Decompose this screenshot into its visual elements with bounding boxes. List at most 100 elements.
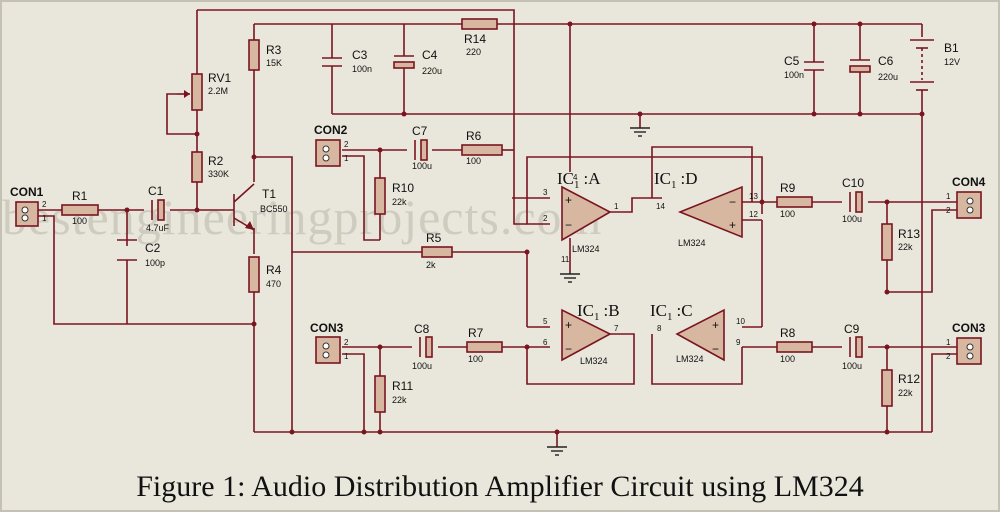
svg-text:13: 13 [749,192,758,201]
svg-text:100: 100 [72,216,87,226]
svg-text:R10: R10 [392,181,414,195]
resistor-r1: R1 100 [61,189,99,226]
connector-con2: CON2 2 1 [314,123,349,167]
connector-con4: CON4 1 2 [946,175,986,219]
svg-text:C1: C1 [148,184,164,198]
svg-text:R8: R8 [780,326,796,340]
connector-con1: CON1 2 1 [10,185,47,227]
opamp-a: IC1:A + − LM324 3 2 1 4 11 [543,169,619,264]
svg-text:2k: 2k [426,260,436,270]
capacitor-c2: C2 100p [117,239,165,268]
svg-text:1: 1 [344,154,349,163]
svg-text:LM324: LM324 [676,354,704,364]
svg-text:10: 10 [736,317,745,326]
svg-text:C3: C3 [352,48,368,62]
figure-caption: Figure 1: Audio Distribution Amplifier C… [136,470,864,503]
svg-text:LM324: LM324 [678,238,706,248]
svg-text:R1: R1 [72,189,88,203]
resistor-r5: R5 2k [421,231,453,270]
svg-text:8: 8 [657,324,662,333]
con1-label: CON1 [10,185,44,199]
svg-text:R12: R12 [898,372,920,386]
svg-text:2: 2 [344,140,349,149]
svg-text:IC1:C: IC1:C [650,301,693,323]
svg-text:+: + [565,318,572,332]
svg-text:R6: R6 [466,129,482,143]
svg-text:220: 220 [466,47,481,57]
svg-text:1: 1 [946,192,951,201]
svg-text:−: − [565,342,572,356]
svg-text:1: 1 [344,352,349,361]
svg-text:12: 12 [749,210,758,219]
wires [37,9,957,447]
resistor-r7: R7 100 [466,326,503,364]
svg-text:C2: C2 [145,241,161,255]
opamp-d: IC1:D − + LM324 13 12 14 [654,169,758,248]
svg-text:100: 100 [466,156,481,166]
resistor-r13: R13 22k [881,223,920,261]
resistor-r3: R3 15K [248,39,282,71]
connector-con3-left: CON3 2 1 [310,321,349,364]
resistor-r2: R2 330K [191,151,229,183]
svg-text:12V: 12V [944,57,960,67]
svg-text:100: 100 [780,354,795,364]
resistor-r11: R11 22k [374,375,413,413]
svg-text:IC1:A: IC1:A [557,169,601,191]
capacitor-c3: C3 100n [322,48,372,74]
opamp-c: IC1:C + − LM324 10 9 8 [650,301,745,364]
svg-text:22k: 22k [898,242,913,252]
svg-text:22k: 22k [392,395,407,405]
capacitor-c9: C9 100u [842,322,863,371]
resistor-r14: R14 220 [461,18,498,57]
resistor-r4: R4 470 [248,256,282,293]
svg-text:100u: 100u [412,161,432,171]
svg-text:1: 1 [42,214,47,223]
con4-label: CON4 [952,175,986,189]
svg-text:+: + [712,318,719,332]
svg-text:100u: 100u [842,361,862,371]
svg-text:IC1:B: IC1:B [577,301,620,323]
svg-text:2: 2 [946,206,951,215]
svg-text:R11: R11 [392,379,413,393]
svg-text:100u: 100u [842,214,862,224]
svg-text:+: + [565,193,572,207]
svg-text:R7: R7 [468,326,484,340]
resistor-rv1: RV1 2.2M [177,71,231,111]
capacitor-c7: C7 100u [412,124,432,171]
svg-text:R2: R2 [208,154,224,168]
svg-text:15K: 15K [266,58,282,68]
transistor-t1: T1 BC550 [233,183,288,231]
svg-text:6: 6 [543,338,548,347]
svg-text:22k: 22k [898,388,913,398]
svg-text:220u: 220u [422,66,442,76]
svg-text:3: 3 [543,188,548,197]
svg-text:C9: C9 [844,322,860,336]
resistor-r6: R6 100 [461,129,503,166]
svg-text:T1: T1 [262,187,276,201]
svg-text:C8: C8 [414,322,430,336]
svg-text:C4: C4 [422,48,438,62]
svg-text:100n: 100n [784,70,804,80]
svg-text:4.7uF: 4.7uF [146,223,170,233]
svg-text:7: 7 [614,324,619,333]
capacitor-c8: C8 100u [412,322,433,371]
svg-text:100u: 100u [412,361,432,371]
svg-text:R5: R5 [426,231,442,245]
capacitor-c1: C1 4.7uF [146,184,170,233]
svg-text:4: 4 [573,173,578,182]
con2-label: CON2 [314,123,348,137]
svg-text:330K: 330K [208,169,229,179]
svg-text:+: + [729,218,736,232]
svg-text:C6: C6 [878,54,894,68]
svg-text:R3: R3 [266,43,282,57]
capacitor-c4: C4 220u [393,48,442,76]
opamp-b: IC1:B + − LM324 5 6 7 [543,301,620,366]
svg-text:R9: R9 [780,181,796,195]
svg-text:100n: 100n [352,64,372,74]
svg-text:22k: 22k [392,197,407,207]
svg-text:C5: C5 [784,54,800,68]
svg-text:9: 9 [736,338,741,347]
svg-text:1: 1 [946,338,951,347]
